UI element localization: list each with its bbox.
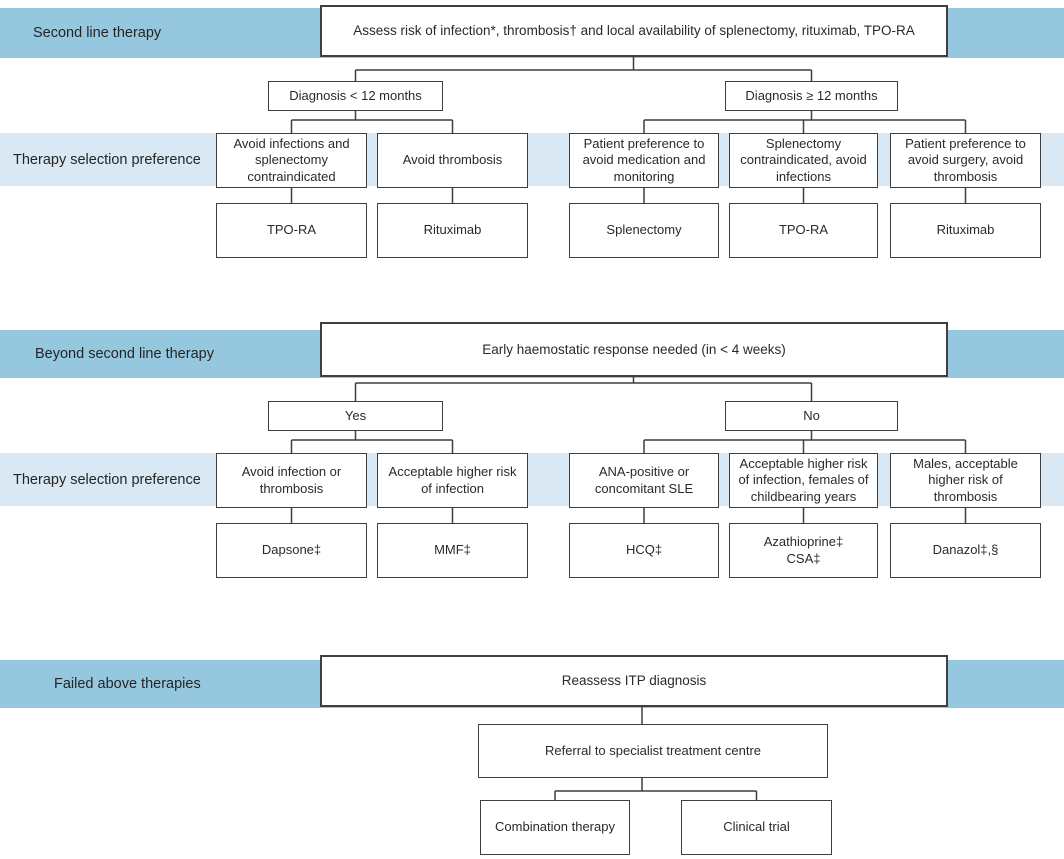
box-pref-avoid-surgery-thrombosis: Patient preference to avoid surgery, avo… [890, 133, 1041, 188]
box-therapy-hcq: HCQ‡ [569, 523, 719, 578]
box-pref-avoid-infection-thrombosis: Avoid infection or thrombosis [216, 453, 367, 508]
box-yes: Yes [268, 401, 443, 431]
band-label-therapy-selection-1: Therapy selection preference [13, 151, 201, 168]
box-diagnosis-over-12-months: Diagnosis ≥ 12 months [725, 81, 898, 111]
box-therapy-dapsone: Dapsone‡ [216, 523, 367, 578]
box-pref-acceptable-infection-risk: Acceptable higher risk of infection [377, 453, 528, 508]
box-reassess-itp-diagnosis: Reassess ITP diagnosis [320, 655, 948, 707]
box-therapy-rituximab-2: Rituximab [890, 203, 1041, 258]
box-therapy-danazol: Danazol‡,§ [890, 523, 1041, 578]
box-referral-specialist-centre: Referral to specialist treatment centre [478, 724, 828, 778]
band-therapy-selection-1: Therapy selection preference [0, 133, 1064, 186]
box-assess-risk: Assess risk of infection*, thrombosis† a… [320, 5, 948, 57]
box-diagnosis-under-12-months: Diagnosis < 12 months [268, 81, 443, 111]
band-label-failed-therapies: Failed above therapies [54, 676, 201, 692]
box-therapy-splenectomy: Splenectomy [569, 203, 719, 258]
band-label-beyond-second-line: Beyond second line therapy [35, 346, 214, 362]
box-pref-females-childbearing: Acceptable higher risk of infection, fem… [729, 453, 878, 508]
box-pref-avoid-medication-monitoring: Patient preference to avoid medication a… [569, 133, 719, 188]
box-therapy-mmf: MMF‡ [377, 523, 528, 578]
box-therapy-tpo-ra-1: TPO-RA [216, 203, 367, 258]
box-clinical-trial: Clinical trial [681, 800, 832, 855]
band-label-therapy-selection-2: Therapy selection preference [13, 471, 201, 488]
box-pref-avoid-infections-splenectomy: Avoid infections and splenectomy contrai… [216, 133, 367, 188]
box-therapy-rituximab-1: Rituximab [377, 203, 528, 258]
band-therapy-selection-2: Therapy selection preference [0, 453, 1064, 506]
box-no: No [725, 401, 898, 431]
box-early-haemostatic-response: Early haemostatic response needed (in < … [320, 322, 948, 377]
box-therapy-tpo-ra-2: TPO-RA [729, 203, 878, 258]
box-combination-therapy: Combination therapy [480, 800, 630, 855]
box-pref-avoid-thrombosis: Avoid thrombosis [377, 133, 528, 188]
band-label-second-line: Second line therapy [33, 25, 162, 41]
box-pref-males-thrombosis-risk: Males, acceptable higher risk of thrombo… [890, 453, 1041, 508]
box-therapy-azathioprine-csa: Azathioprine‡ CSA‡ [729, 523, 878, 578]
box-pref-splenectomy-contraindicated: Splenectomy contraindicated, avoid infec… [729, 133, 878, 188]
box-pref-ana-positive-sle: ANA-positive or concomitant SLE [569, 453, 719, 508]
